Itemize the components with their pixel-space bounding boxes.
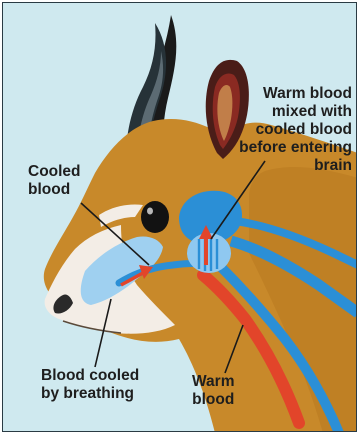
label-line: Blood cooled: [41, 367, 139, 384]
label-line: blood: [28, 181, 70, 198]
label-cooled-blood: Cooled blood: [28, 163, 81, 199]
label-warm-blood-mixed: Warm blood mixed with cooled blood befor…: [239, 85, 352, 175]
label-line: cooled blood: [256, 121, 352, 138]
label-line: Warm blood: [263, 85, 352, 102]
label-line: by breathing: [41, 385, 134, 402]
label-warm-blood: Warm blood: [192, 373, 235, 409]
eye-shine: [147, 208, 153, 215]
label-line: mixed with: [272, 103, 352, 120]
label-line: before entering: [239, 139, 352, 156]
label-line: Warm: [192, 373, 235, 390]
label-line: brain: [314, 157, 352, 174]
label-line: blood: [192, 391, 234, 408]
label-line: Cooled: [28, 163, 81, 180]
label-blood-cooled-by-breathing: Blood cooled by breathing: [41, 367, 139, 403]
diagram-frame: Warm blood mixed with cooled blood befor…: [2, 2, 357, 432]
eye: [141, 201, 169, 233]
